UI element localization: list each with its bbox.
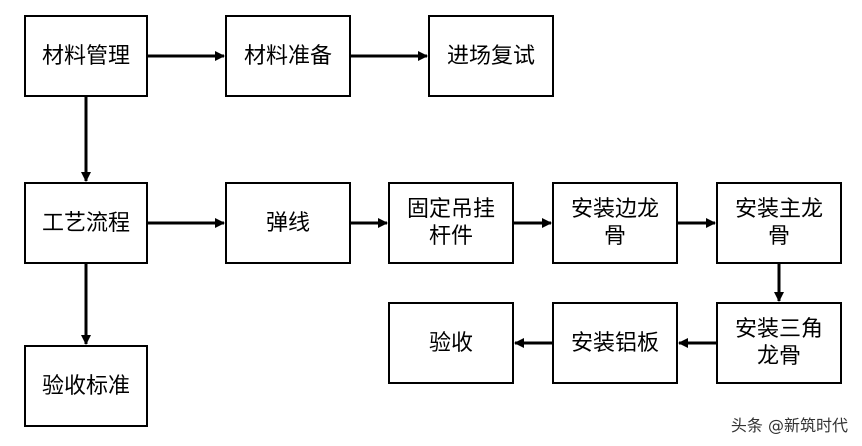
node-label: 进场复试: [446, 43, 535, 69]
node-label: 固定吊挂 杆件: [406, 197, 495, 249]
node-label: 验收标准: [41, 373, 130, 399]
node-install-triangle-keel: 安装三角 龙骨: [716, 302, 842, 384]
node-snap-line: 弹线: [225, 182, 351, 264]
node-fix-hanger-rods: 固定吊挂 杆件: [388, 182, 514, 264]
node-label: 安装边龙 骨: [570, 197, 659, 249]
node-label: 弹线: [265, 210, 310, 236]
node-label: 安装主龙 骨: [734, 197, 823, 249]
node-material-management: 材料管理: [24, 15, 148, 97]
node-label: 安装铝板: [570, 330, 659, 356]
node-install-main-keel: 安装主龙 骨: [716, 182, 842, 264]
node-label: 工艺流程: [41, 210, 130, 236]
node-acceptance: 验收: [388, 302, 514, 384]
node-label: 材料管理: [41, 43, 130, 69]
watermark: 头条 @新筑时代: [730, 416, 848, 435]
node-label: 材料准备: [243, 43, 332, 69]
node-install-edge-keel: 安装边龙 骨: [552, 182, 678, 264]
node-label: 验收: [428, 330, 473, 356]
node-process-flow: 工艺流程: [24, 182, 148, 264]
node-label: 安装三角 龙骨: [734, 317, 823, 369]
node-material-preparation: 材料准备: [225, 15, 351, 97]
node-install-aluminum-panel: 安装铝板: [552, 302, 678, 384]
node-acceptance-standard: 验收标准: [24, 345, 148, 427]
node-incoming-retest: 进场复试: [428, 15, 554, 97]
